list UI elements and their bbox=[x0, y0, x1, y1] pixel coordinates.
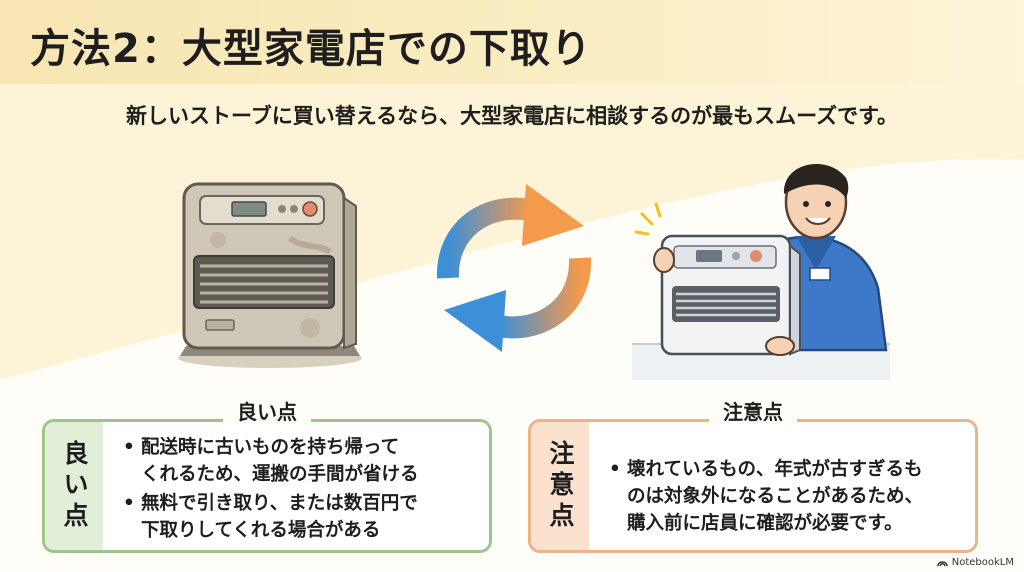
caution-side-label: 注意点 bbox=[546, 439, 575, 533]
caution-heading: 注意点 bbox=[709, 396, 797, 425]
caution-box: 注意点 注意点 壊れているもの、年式が古すぎるも のは対象外になることがあるため… bbox=[528, 396, 978, 553]
good-points-box: 良い点 良い点 配送時に古いものを持ち帰って くれるため、運搬の手間が省ける 無… bbox=[42, 396, 492, 553]
notebooklm-logo-icon bbox=[936, 561, 948, 567]
list-item: 配送時に古いものを持ち帰って くれるため、運搬の手間が省ける bbox=[119, 434, 479, 488]
exchange-arrows-icon bbox=[436, 184, 592, 352]
staff-with-new-heater-illustration bbox=[632, 164, 890, 380]
old-heater-illustration bbox=[178, 182, 362, 368]
notebooklm-credit: NotebookLM bbox=[936, 557, 1014, 568]
page-subtitle: 新しいストーブに買い替えるなら、大型家電店に相談するのが最もスムーズです。 bbox=[126, 104, 898, 128]
good-points-side-tab: 良い点 bbox=[45, 422, 103, 550]
list-item: 壊れているもの、年式が古すぎるも のは対象外になることがあるため、 購入前に店員… bbox=[605, 456, 965, 537]
page-title: 方法2：大型家電店での下取り bbox=[30, 26, 592, 72]
good-points-heading: 良い点 bbox=[223, 396, 311, 425]
caution-list: 壊れているもの、年式が古すぎるも のは対象外になることがあるため、 購入前に店員… bbox=[605, 456, 965, 539]
caution-side-tab: 注意点 bbox=[531, 422, 589, 550]
list-item: 無料で引き取り、または数百円で 下取りしてくれる場合がある bbox=[119, 490, 479, 544]
title-bar: 方法2：大型家電店での下取り bbox=[0, 0, 1024, 84]
credit-text: NotebookLM bbox=[951, 557, 1014, 568]
good-points-side-label: 良い点 bbox=[60, 439, 89, 533]
good-points-list: 配送時に古いものを持ち帰って くれるため、運搬の手間が省ける 無料で引き取り、ま… bbox=[119, 434, 479, 546]
